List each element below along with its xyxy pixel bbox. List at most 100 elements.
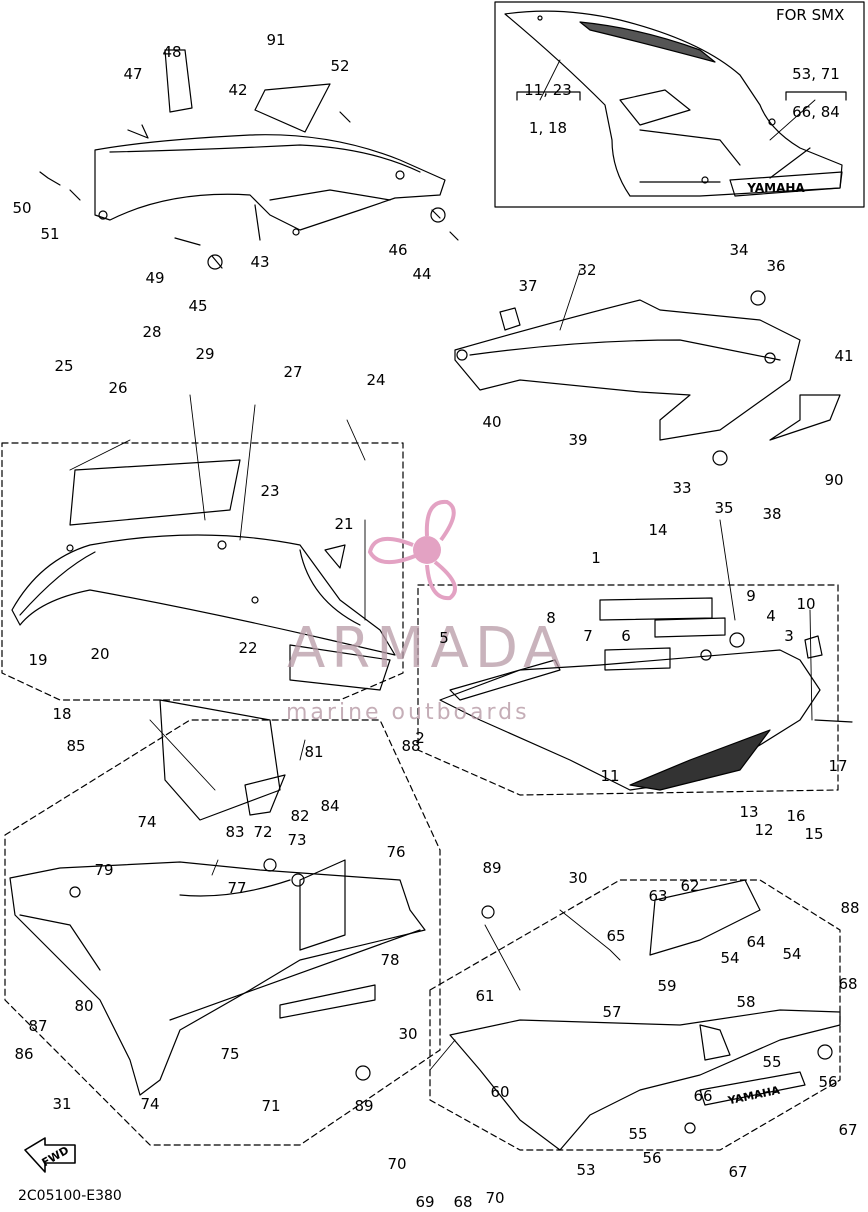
callout: 14 [648,521,668,539]
pad-82 [244,774,286,816]
callout: 44 [412,265,432,283]
decal-11 [629,729,771,791]
callout: 11 [600,767,620,785]
callout: 25 [54,357,74,375]
fwd-label: FWD [39,1143,72,1170]
callout: 1, 18 [528,119,568,137]
leader-lines [69,59,816,1071]
callout: 43 [250,253,270,271]
pad-9 [654,617,726,638]
callout: 74 [140,1095,160,1113]
callout: 73 [287,831,307,849]
bracket-81 [159,699,281,821]
callout: 2 [415,729,425,747]
callout: 61 [475,987,495,1005]
callout: 48 [162,43,182,61]
callout: 32 [577,261,597,279]
inset-fairing [504,10,847,197]
callout: 45 [188,297,208,315]
callout: 88 [840,899,860,917]
callout: 17 [828,757,848,775]
pad-7 [604,647,671,671]
callout: 81 [304,743,324,761]
callout: 31 [52,1095,72,1113]
watermark-brand: ARMADA [287,616,568,681]
callout: 37 [518,277,538,295]
callout: 84 [320,797,340,815]
callout: 89 [354,1097,374,1115]
callout: 30 [568,869,588,887]
decal-84 [299,859,346,951]
callout: 35 [714,499,734,517]
callout: 53, 71 [792,65,840,83]
callout: 49 [145,269,165,287]
callout: 85 [66,737,86,755]
diagram-code: 2C05100-E380 [18,1188,122,1204]
dashed-group-18 [1,442,404,701]
callout: 52 [330,57,350,75]
callout: 36 [766,257,786,275]
pad-8 [599,597,713,621]
callout: 33 [672,479,692,497]
callout: 65 [606,927,626,945]
callout: 56 [642,1149,662,1167]
callout: 30 [398,1025,418,1043]
dashed-group-53 [429,879,841,1151]
callout: 86 [14,1045,34,1063]
side-fairing-part18 [11,459,396,691]
callout: 55 [628,1125,648,1143]
callout: 57 [602,1003,622,1021]
callout: 51 [40,225,60,243]
callout: 13 [739,803,759,821]
watermark-tagline: marine outboards [286,700,530,725]
callout: 78 [380,951,400,969]
dashed-group-71 [4,719,441,1146]
callout: 20 [90,645,110,663]
fwd-indicator: FWD [22,1140,80,1178]
callout: 19 [28,651,48,669]
callout: 23 [260,482,280,500]
callout: 5 [439,629,449,647]
callout: 50 [12,199,32,217]
callout: 89 [482,859,502,877]
callout: 64 [746,933,766,951]
callout: 7 [583,627,593,645]
lower-cowling-part71 [9,699,426,1096]
callout: 21 [334,515,354,533]
side-panel-part32 [454,290,841,466]
decal-66 [699,1071,806,1106]
callout: 80 [74,997,94,1015]
callout: 54 [782,945,802,963]
callout: 26 [108,379,128,397]
callout: 91 [266,31,286,49]
callout: 66, 84 [792,103,840,121]
callout: 55 [762,1053,782,1071]
callout: 90 [824,471,844,489]
callout: 68 [453,1193,473,1211]
callout: 9 [746,587,756,605]
callout: 24 [366,371,386,389]
callout: 8 [546,609,556,627]
callout: 16 [786,807,806,825]
callout: 83 [225,823,245,841]
callout: 70 [485,1189,505,1207]
callout: 88 [401,737,421,755]
watermark-logo [367,499,457,601]
callout: 62 [680,877,700,895]
callout: 75 [220,1045,240,1063]
callout: 40 [482,413,502,431]
callout: 12 [754,821,774,839]
callout: 71 [261,1097,281,1115]
bracket-62 [649,879,761,956]
callout: 42 [228,81,248,99]
callout: 53 [576,1161,596,1179]
callout: 59 [657,977,677,995]
callout: 63 [648,887,668,905]
callout: 68 [838,975,858,993]
decal-23 [69,459,241,526]
callout: 18 [52,705,72,723]
callout: 79 [94,861,114,879]
callout: 82 [290,807,310,825]
